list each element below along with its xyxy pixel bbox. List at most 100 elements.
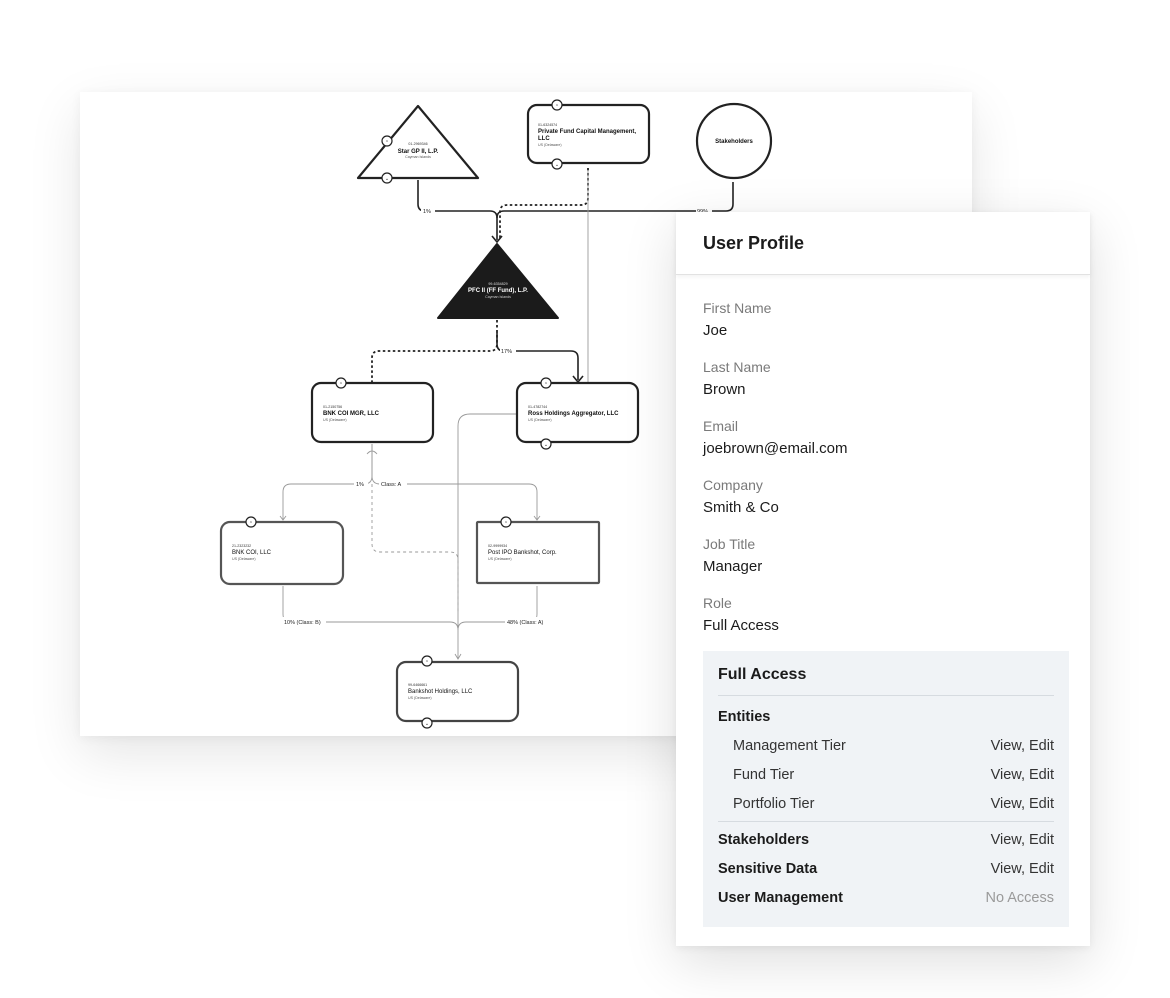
permission-value: View, Edit [990,860,1054,877]
svg-text:⌃: ⌃ [339,382,343,388]
field-first-name: First Name Joe [703,299,1063,358]
edge-label-mgr-to-coi: 1% [354,479,368,488]
svg-text:US (Delaware): US (Delaware) [538,143,562,147]
node-bnk-coi[interactable]: 21-2323232 BNK COI, LLC US (Delaware) [219,520,345,586]
svg-text:Star GP II, L.P.: Star GP II, L.P. [398,149,439,155]
profile-header: User Profile [676,212,1090,275]
svg-text:⌃: ⌃ [385,140,389,146]
expand-toggle[interactable]: ⌃ [381,135,393,147]
arrowhead [279,515,287,521]
arrowhead [491,235,503,244]
expand-toggle[interactable]: ⌃ [540,377,552,389]
svg-text:01-2969346: 01-2969346 [408,142,427,146]
svg-text:⌄: ⌄ [555,162,559,168]
svg-text:⌃: ⌃ [504,521,508,527]
svg-text:01-2150756: 01-2150756 [323,405,342,409]
node-private-fund-capital-management[interactable]: 01-6324574 Private Fund Capital Manageme… [526,103,651,165]
edge-stakeholders-to-fund [496,182,734,219]
svg-text:US (Delaware): US (Delaware) [232,557,256,561]
edge-label-ipo-to-bankshot: 48% (Class: A) [505,617,549,626]
expand-toggle[interactable]: ⌃ [551,99,563,111]
collapse-toggle[interactable]: ⌄ [551,158,563,170]
expand-toggle[interactable]: ⌃ [245,516,257,528]
edge-label-coi-to-bankshot: 10% (Class: B) [282,617,326,626]
expand-toggle[interactable]: ⌃ [500,516,512,528]
permission-label: Portfolio Tier [733,795,815,812]
user-profile-panel: User Profile First Name Joe Last Name Br… [676,212,1090,946]
field-company: Company Smith & Co [703,476,1063,535]
permission-label: User Management [718,889,843,906]
svg-text:01-4782744: 01-4782744 [528,405,547,409]
access-title: Full Access [718,651,1054,696]
edge-label-star-to-fund: 1% [421,206,435,215]
svg-text:US (Delaware): US (Delaware) [528,418,552,422]
permission-value: View, Edit [990,766,1054,783]
field-value: Full Access [703,617,779,634]
field-value: joebrown@email.com [703,440,848,457]
node-ross-holdings-aggregator[interactable]: 01-4782744 Ross Holdings Aggregator, LLC… [515,381,640,444]
svg-text:PFC II (FF Fund), L.P.: PFC II (FF Fund), L.P. [468,288,528,294]
edge-bnkmgr-to-bankshot [371,484,459,612]
node-stakeholders[interactable]: Stakeholders [695,102,773,180]
svg-text:Cayman Islands: Cayman Islands [485,295,511,299]
field-email: Email joebrown@email.com [703,417,1063,476]
svg-text:21-2323232: 21-2323232 [232,544,251,548]
edge-label-mgr-to-ipo: Class: A [379,479,407,488]
svg-text:Cayman Islands: Cayman Islands [405,155,431,159]
svg-text:1%: 1% [356,482,364,488]
svg-text:Bankshot Holdings, LLC: Bankshot Holdings, LLC [408,689,473,695]
svg-text:Class: A: Class: A [381,482,402,488]
svg-text:⌄: ⌄ [385,176,389,182]
svg-text:Stakeholders: Stakeholders [715,139,753,145]
svg-text:⌃: ⌃ [555,104,559,110]
permission-section-sensitive-data: Sensitive Data View, Edit [718,854,1054,883]
collapse-toggle[interactable]: ⌄ [381,172,393,184]
svg-text:Private Fund Capital Managemen: Private Fund Capital Management, [538,129,636,135]
permission-row: Management Tier View, Edit [718,731,1054,760]
edge-pfcm-to-fund [499,168,589,240]
svg-text:99-6466661: 99-6466661 [408,683,427,687]
field-label: First Name [703,300,772,316]
expand-toggle[interactable]: ⌃ [421,655,433,667]
expand-toggle[interactable]: ⌃ [335,377,347,389]
node-pfc-fund[interactable]: 99-6354829 PFC II (FF Fund), L.P. Cayman… [437,243,559,319]
svg-text:⌃: ⌃ [249,521,253,527]
edge-bnkmgr-to-coi [282,444,373,520]
field-label: Role [703,595,732,611]
svg-text:⌃: ⌃ [544,382,548,388]
svg-text:17%: 17% [501,349,512,355]
svg-text:⌃: ⌃ [425,660,429,666]
org-chart-canvas[interactable]: 1% 99% 17% 1% Class: A 10% (Class: B) 48… [80,92,972,736]
permission-label: Entities [718,708,771,725]
permission-row: Portfolio Tier View, Edit [718,789,1054,818]
node-bnk-coi-mgr[interactable]: 01-2150756 BNK COI MGR, LLC US (Delaware… [310,381,435,444]
permission-section-user-management: User Management No Access [718,883,1054,912]
profile-fields: First Name Joe Last Name Brown Email joe… [676,275,1090,653]
profile-title: User Profile [703,232,805,253]
field-last-name: Last Name Brown [703,358,1063,417]
svg-text:Ross Holdings Aggregator, LLC: Ross Holdings Aggregator, LLC [528,411,619,417]
svg-text:LLC: LLC [538,136,550,142]
field-label: Company [703,477,763,493]
node-bankshot-holdings[interactable]: 99-6466661 Bankshot Holdings, LLC US (De… [395,660,520,723]
node-post-ipo-bankshot[interactable]: 02-9999934 Post IPO Bankshot, Corp. US (… [475,520,601,585]
svg-text:US (Delaware): US (Delaware) [488,557,512,561]
access-permissions-card: Full Access Entities Management Tier Vie… [703,651,1069,927]
permission-section-stakeholders: Stakeholders View, Edit [718,825,1054,854]
collapse-toggle[interactable]: ⌄ [540,438,552,450]
field-role: Role Full Access [703,594,1063,653]
permission-label: Sensitive Data [718,860,818,877]
collapse-toggle[interactable]: ⌄ [421,717,433,729]
field-label: Last Name [703,359,771,375]
svg-text:10% (Class: B): 10% (Class: B) [284,620,321,626]
field-value: Brown [703,381,746,398]
node-star-gp[interactable]: 01-2969346 Star GP II, L.P. Cayman Islan… [356,104,480,180]
permission-section-entities: Entities [718,702,1054,731]
svg-text:BNK COI MGR, LLC: BNK COI MGR, LLC [323,411,380,417]
edge-fund-to-ross [496,332,579,380]
permission-value: View, Edit [990,737,1054,754]
svg-text:US (Delaware): US (Delaware) [408,696,432,700]
svg-text:Post IPO Bankshot, Corp.: Post IPO Bankshot, Corp. [488,550,557,556]
svg-text:⌄: ⌄ [425,721,429,727]
field-value: Smith & Co [703,499,779,516]
